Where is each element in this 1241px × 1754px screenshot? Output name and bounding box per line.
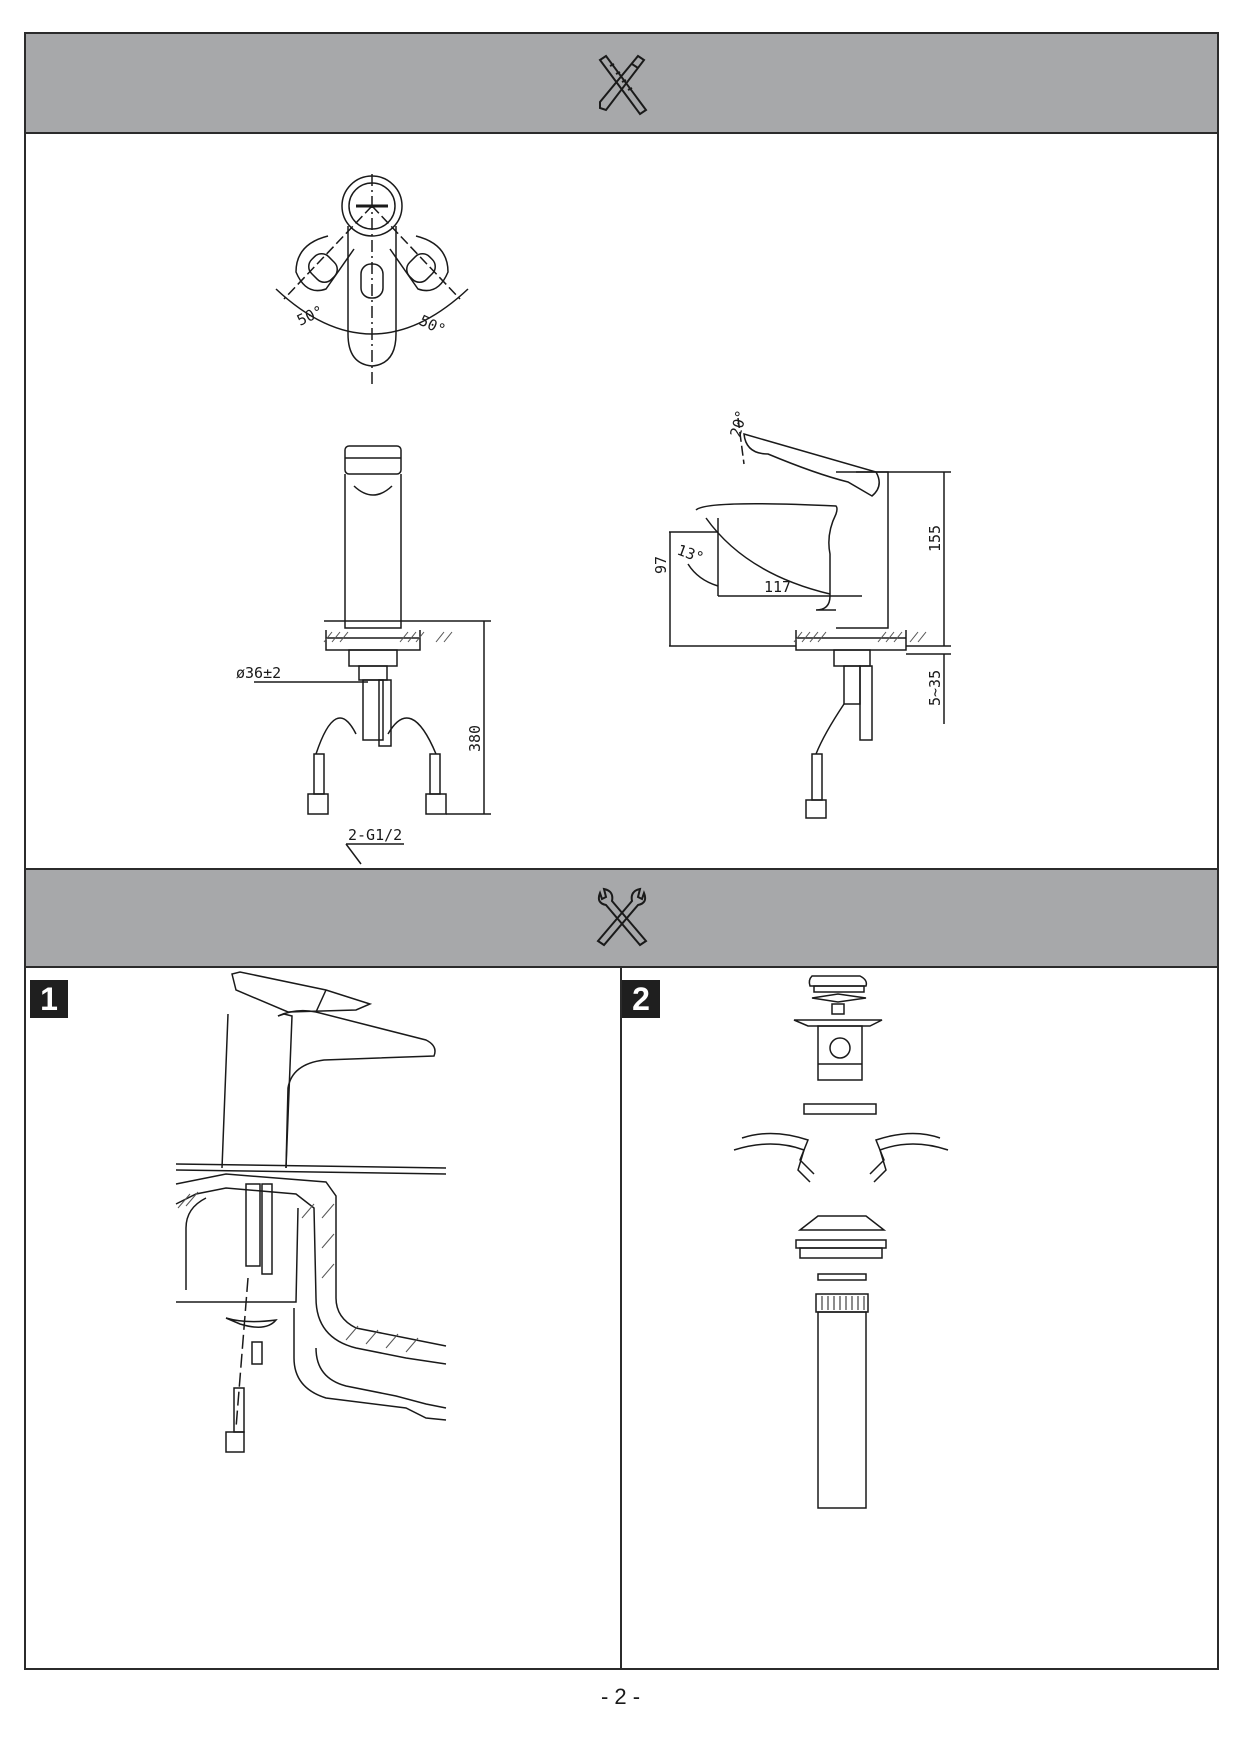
angle-right-label: 50° xyxy=(416,311,448,339)
step-divider xyxy=(620,968,622,1670)
deck-thickness-label: 5~35 xyxy=(926,670,944,706)
spout-angle-label: 13° xyxy=(675,541,707,567)
faucet-front-view xyxy=(254,445,491,865)
faucet-side-view xyxy=(669,417,951,819)
step-1-illustration xyxy=(175,971,447,1453)
instruction-sheet: 50° 50° 20° 13° 97 117 155 5~35 ø36±2 38… xyxy=(24,32,1219,1670)
faucet-top-view xyxy=(275,174,469,384)
angle-left-label: 50° xyxy=(294,302,326,330)
dimensions-header-bar xyxy=(26,34,1217,134)
step-1-badge: 1 xyxy=(30,980,68,1018)
hose-thread-label: 2-G1/2 xyxy=(348,826,402,844)
total-height-label: 155 xyxy=(926,525,944,552)
spout-reach-label: 117 xyxy=(764,578,791,596)
page-number: - 2 - xyxy=(600,1684,641,1709)
step-2-badge: 2 xyxy=(622,980,660,1018)
step-2-illustration xyxy=(733,975,949,1509)
spout-height-label: 97 xyxy=(652,556,670,574)
hole-diameter-label: ø36±2 xyxy=(236,664,281,682)
ruler-pencil-icon xyxy=(598,54,647,116)
installation-header-bar xyxy=(26,868,1217,968)
hose-length-label: 380 xyxy=(466,725,484,752)
dimension-drawings: 50° 50° 20° 13° 97 117 155 5~35 ø36±2 38… xyxy=(236,174,951,865)
crossed-wrenches-icon xyxy=(596,887,647,947)
